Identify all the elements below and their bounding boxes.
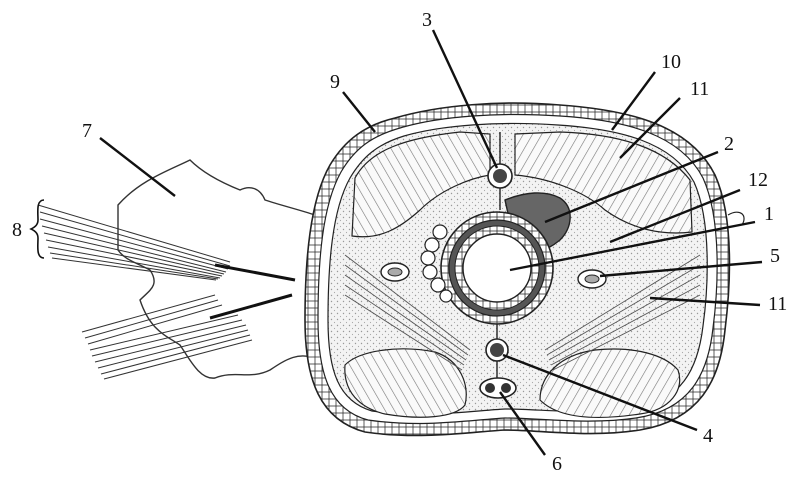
ventral-vessel (490, 343, 504, 357)
dorsal-vessel (493, 169, 507, 183)
ventral-nerve-cord (480, 378, 516, 398)
label-9: 9 (330, 71, 340, 93)
label-8: 8 (12, 219, 22, 241)
label-12: 12 (748, 169, 768, 191)
label-6: 6 (552, 453, 562, 475)
label-11-lower: 11 (768, 293, 787, 315)
gut (441, 212, 553, 324)
label-3: 3 (422, 9, 432, 31)
label-10: 10 (661, 51, 681, 73)
label-1: 1 (764, 203, 774, 225)
label-11-upper: 11 (690, 78, 709, 100)
nephridium-right (578, 270, 606, 288)
parapodium (118, 160, 318, 378)
brace-8 (31, 200, 44, 258)
body-lobe-right (728, 212, 744, 225)
label-5: 5 (770, 245, 780, 267)
label-4: 4 (703, 425, 713, 447)
leader-9 (343, 92, 375, 132)
label-7: 7 (82, 120, 92, 142)
label-2: 2 (724, 133, 734, 155)
nephridium-left (381, 263, 409, 281)
